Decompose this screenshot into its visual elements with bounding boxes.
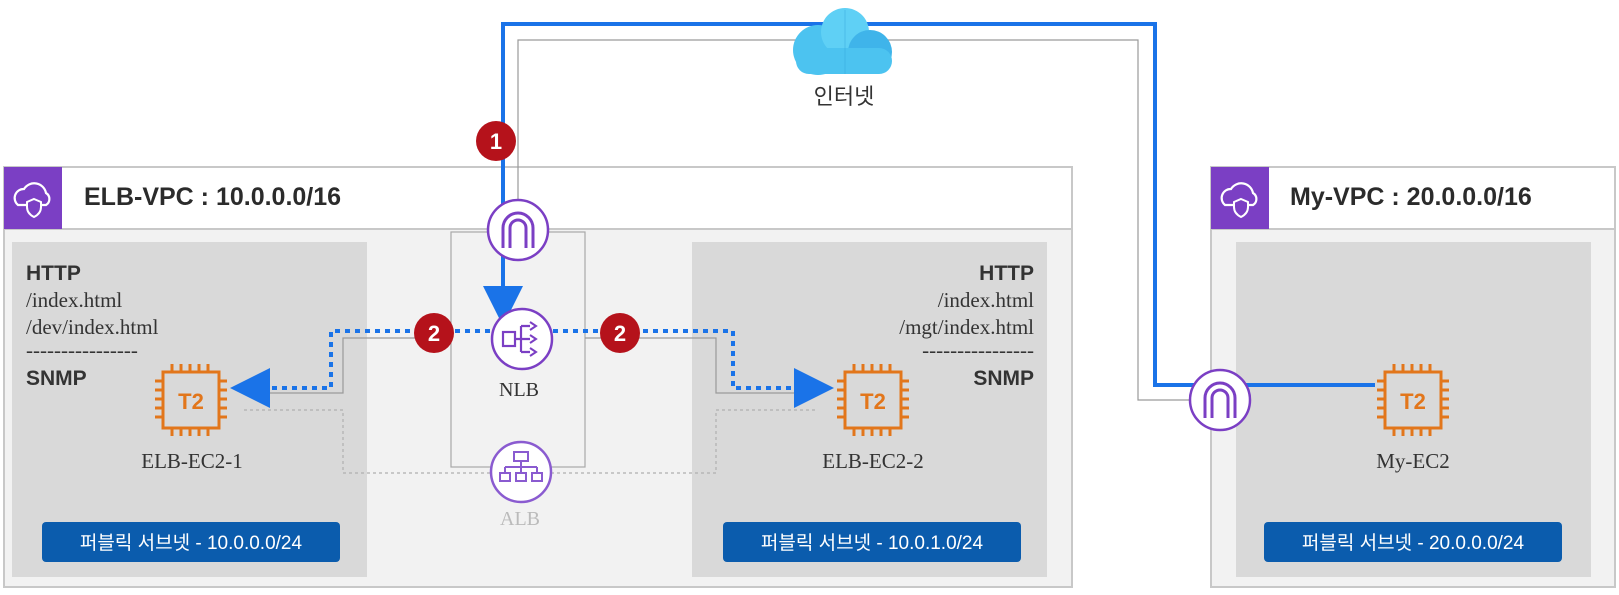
svg-text:T2: T2 xyxy=(178,389,204,414)
svg-text:T2: T2 xyxy=(1400,389,1426,414)
left-snmp-label: SNMP xyxy=(26,367,87,390)
left-path-1: /index.html xyxy=(26,288,122,312)
internet-label: 인터넷 xyxy=(814,84,875,109)
right-http-label: HTTP xyxy=(979,262,1034,285)
left-instance-name: ELB-EC2-1 xyxy=(141,449,242,473)
my-vpc: My-VPC : 20.0.0.0/16 xyxy=(1210,166,1616,588)
right-subnet-badge: 퍼블릭 서브넷 - 10.0.1.0/24 xyxy=(723,522,1021,562)
internet-cloud-icon xyxy=(793,8,892,75)
left-subnet-badge: 퍼블릭 서브넷 - 10.0.0.0/24 xyxy=(42,522,340,562)
svg-text:2: 2 xyxy=(428,321,440,346)
vpc-cloud-icon xyxy=(4,167,62,229)
elb-vpc-title: ELB-VPC : 10.0.0.0/16 xyxy=(84,183,341,211)
nlb-icon xyxy=(490,307,554,371)
ec2-chip-icon: T2 xyxy=(837,364,909,436)
right-subnet xyxy=(692,242,1047,577)
left-divider: ---------------- xyxy=(26,338,138,362)
right-instance-name: ELB-EC2-2 xyxy=(822,449,923,473)
ec2-chip-icon: T2 xyxy=(1377,364,1449,436)
left-http-label: HTTP xyxy=(26,262,81,285)
left-path-2: /dev/index.html xyxy=(26,315,159,339)
nlb-forward-lines xyxy=(230,329,834,408)
my-instance-name: My-EC2 xyxy=(1376,449,1450,473)
right-snmp-label: SNMP xyxy=(973,367,1034,390)
my-subnet-badge: 퍼블릭 서브넷 - 20.0.0.0/24 xyxy=(1264,522,1562,562)
left-subnet xyxy=(12,242,367,577)
step-badge-2: 2 xyxy=(414,313,454,353)
alb-icon xyxy=(489,440,553,504)
alb-label: ALB xyxy=(500,508,540,530)
svg-text:2: 2 xyxy=(614,321,626,346)
svg-text:T2: T2 xyxy=(860,389,886,414)
svg-text:퍼블릭 서브넷 - 10.0.1.0/24: 퍼블릭 서브넷 - 10.0.1.0/24 xyxy=(761,532,984,554)
internet-gateway-icon xyxy=(486,198,550,262)
svg-text:퍼블릭 서브넷 - 10.0.0.0/24: 퍼블릭 서브넷 - 10.0.0.0/24 xyxy=(80,532,303,554)
right-divider: ---------------- xyxy=(922,338,1034,362)
nlb-label: NLB xyxy=(499,379,539,401)
right-path-1: /index.html xyxy=(938,288,1034,312)
vpc-cloud-icon xyxy=(1211,167,1269,229)
step-badge-2: 2 xyxy=(600,313,640,353)
ec2-chip-icon: T2 xyxy=(155,364,227,436)
my-vpc-title: My-VPC : 20.0.0.0/16 xyxy=(1290,183,1532,211)
svg-text:1: 1 xyxy=(490,129,502,154)
step-badge-1: 1 xyxy=(476,121,516,161)
internet-gateway-icon xyxy=(1188,368,1252,432)
right-path-2: /mgt/index.html xyxy=(899,315,1034,339)
svg-text:퍼블릭 서브넷 - 20.0.0.0/24: 퍼블릭 서브넷 - 20.0.0.0/24 xyxy=(1302,532,1525,554)
